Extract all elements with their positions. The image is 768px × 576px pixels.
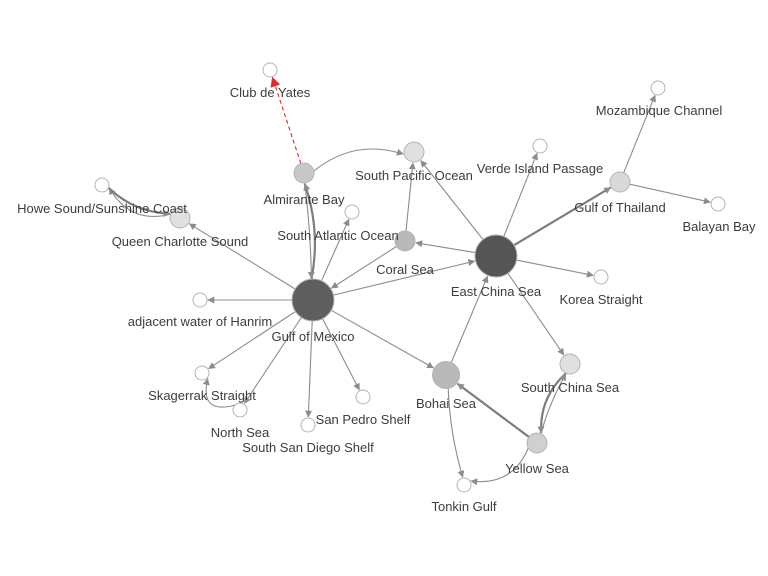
node-label-club: Club de Yates bbox=[230, 85, 311, 100]
node-yellow[interactable] bbox=[526, 432, 548, 454]
node-mozambique[interactable] bbox=[650, 80, 666, 96]
nodes-layer bbox=[94, 62, 726, 493]
node-howe[interactable] bbox=[94, 177, 110, 193]
edge-yellow-to-southchina bbox=[540, 373, 567, 434]
edge-almirante-to-southpacific bbox=[313, 148, 404, 172]
node-label-southchina: South China Sea bbox=[521, 380, 620, 395]
node-label-southpacific: South Pacific Ocean bbox=[355, 168, 473, 183]
node-almirante[interactable] bbox=[293, 162, 315, 184]
node-southatlantic[interactable] bbox=[344, 204, 360, 220]
edge-eastchina-to-korea bbox=[516, 259, 594, 278]
node-label-skagerrak: Skagerrak Straight bbox=[148, 388, 256, 403]
edge-mexico-to-eastchina bbox=[333, 259, 476, 296]
edge-mexico-to-sanpedro bbox=[322, 318, 360, 391]
edge-thailand-to-balayan bbox=[629, 183, 711, 205]
edge-mexico-to-almirante bbox=[303, 183, 316, 280]
edge-eastchina-to-coral bbox=[415, 240, 476, 254]
edge-mexico-to-queencharlotte bbox=[188, 223, 296, 290]
node-bohai[interactable] bbox=[432, 361, 460, 389]
node-verde[interactable] bbox=[532, 138, 548, 154]
node-eastchina[interactable] bbox=[474, 234, 518, 278]
node-label-coral: Coral Sea bbox=[376, 262, 435, 277]
node-label-yellow: Yellow Sea bbox=[505, 461, 570, 476]
node-label-northsea: North Sea bbox=[211, 425, 270, 440]
edge-mexico-to-southatlantic bbox=[320, 218, 350, 282]
edge-eastchina-to-southchina bbox=[507, 272, 565, 356]
edge-mexico-to-northsea bbox=[243, 317, 302, 404]
node-hanrim[interactable] bbox=[192, 292, 208, 308]
node-label-southatlantic: South Atlantic Ocean bbox=[277, 228, 398, 243]
edge-mexico-to-bohai bbox=[331, 309, 435, 369]
node-label-verde: Verde Island Passage bbox=[477, 161, 603, 176]
node-label-southsandiego: South San Diego Shelf bbox=[242, 440, 374, 455]
node-label-queencharlotte: Queen Charlotte Sound bbox=[112, 234, 249, 249]
edge-almirante-to-club bbox=[270, 76, 302, 164]
node-southsandiego[interactable] bbox=[300, 417, 316, 433]
node-southpacific[interactable] bbox=[403, 141, 425, 163]
node-label-korea: Korea Straight bbox=[559, 292, 642, 307]
node-coral[interactable] bbox=[394, 230, 416, 252]
edge-queencharlotte-to-howe bbox=[108, 187, 171, 217]
edges-layer bbox=[107, 76, 711, 486]
node-label-tonkin: Tonkin Gulf bbox=[431, 499, 496, 514]
node-label-almirante: Almirante Bay bbox=[264, 192, 345, 207]
node-label-mozambique: Mozambique Channel bbox=[596, 103, 723, 118]
edge-mexico-to-skagerrak bbox=[208, 311, 296, 370]
edge-yellow-to-tonkin bbox=[470, 447, 529, 486]
edge-thailand-to-mozambique bbox=[623, 94, 656, 173]
node-queencharlotte[interactable] bbox=[169, 207, 191, 229]
node-balayan[interactable] bbox=[710, 196, 726, 212]
edge-howe-to-queencharlotte bbox=[107, 186, 171, 217]
node-korea[interactable] bbox=[593, 269, 609, 285]
node-label-mexico: Gulf of Mexico bbox=[271, 329, 354, 344]
edge-bohai-to-eastchina bbox=[450, 275, 489, 363]
edge-yellow-to-bohai bbox=[456, 382, 530, 438]
node-tonkin[interactable] bbox=[456, 477, 472, 493]
edge-eastchina-to-verde bbox=[503, 152, 538, 237]
node-thailand[interactable] bbox=[609, 171, 631, 193]
edge-coral-to-southpacific bbox=[405, 162, 416, 232]
node-label-balayan: Balayan Bay bbox=[683, 219, 756, 234]
edge-eastchina-to-southpacific bbox=[420, 160, 484, 240]
edge-mexico-to-southsandiego bbox=[305, 320, 313, 418]
node-label-howe: Howe Sound/Sunshine Coast bbox=[17, 201, 187, 216]
node-label-hanrim: adjacent water of Hanrim bbox=[128, 314, 273, 329]
node-mexico[interactable] bbox=[291, 278, 335, 322]
edge-eastchina-to-thailand bbox=[513, 186, 612, 247]
edge-almirante-to-mexico bbox=[304, 182, 315, 279]
node-sanpedro[interactable] bbox=[355, 389, 371, 405]
edge-coral-to-mexico bbox=[330, 245, 397, 289]
node-label-thailand: Gulf of Thailand bbox=[574, 200, 666, 215]
edge-bohai-to-tonkin bbox=[447, 388, 465, 478]
node-label-sanpedro: San Pedro Shelf bbox=[316, 412, 411, 427]
node-label-eastchina: East China Sea bbox=[451, 284, 542, 299]
node-club[interactable] bbox=[262, 62, 278, 78]
node-skagerrak[interactable] bbox=[194, 365, 210, 381]
node-label-bohai: Bohai Sea bbox=[416, 396, 477, 411]
node-northsea[interactable] bbox=[232, 402, 248, 418]
node-southchina[interactable] bbox=[559, 353, 581, 375]
edge-northsea-to-skagerrak bbox=[202, 377, 236, 408]
